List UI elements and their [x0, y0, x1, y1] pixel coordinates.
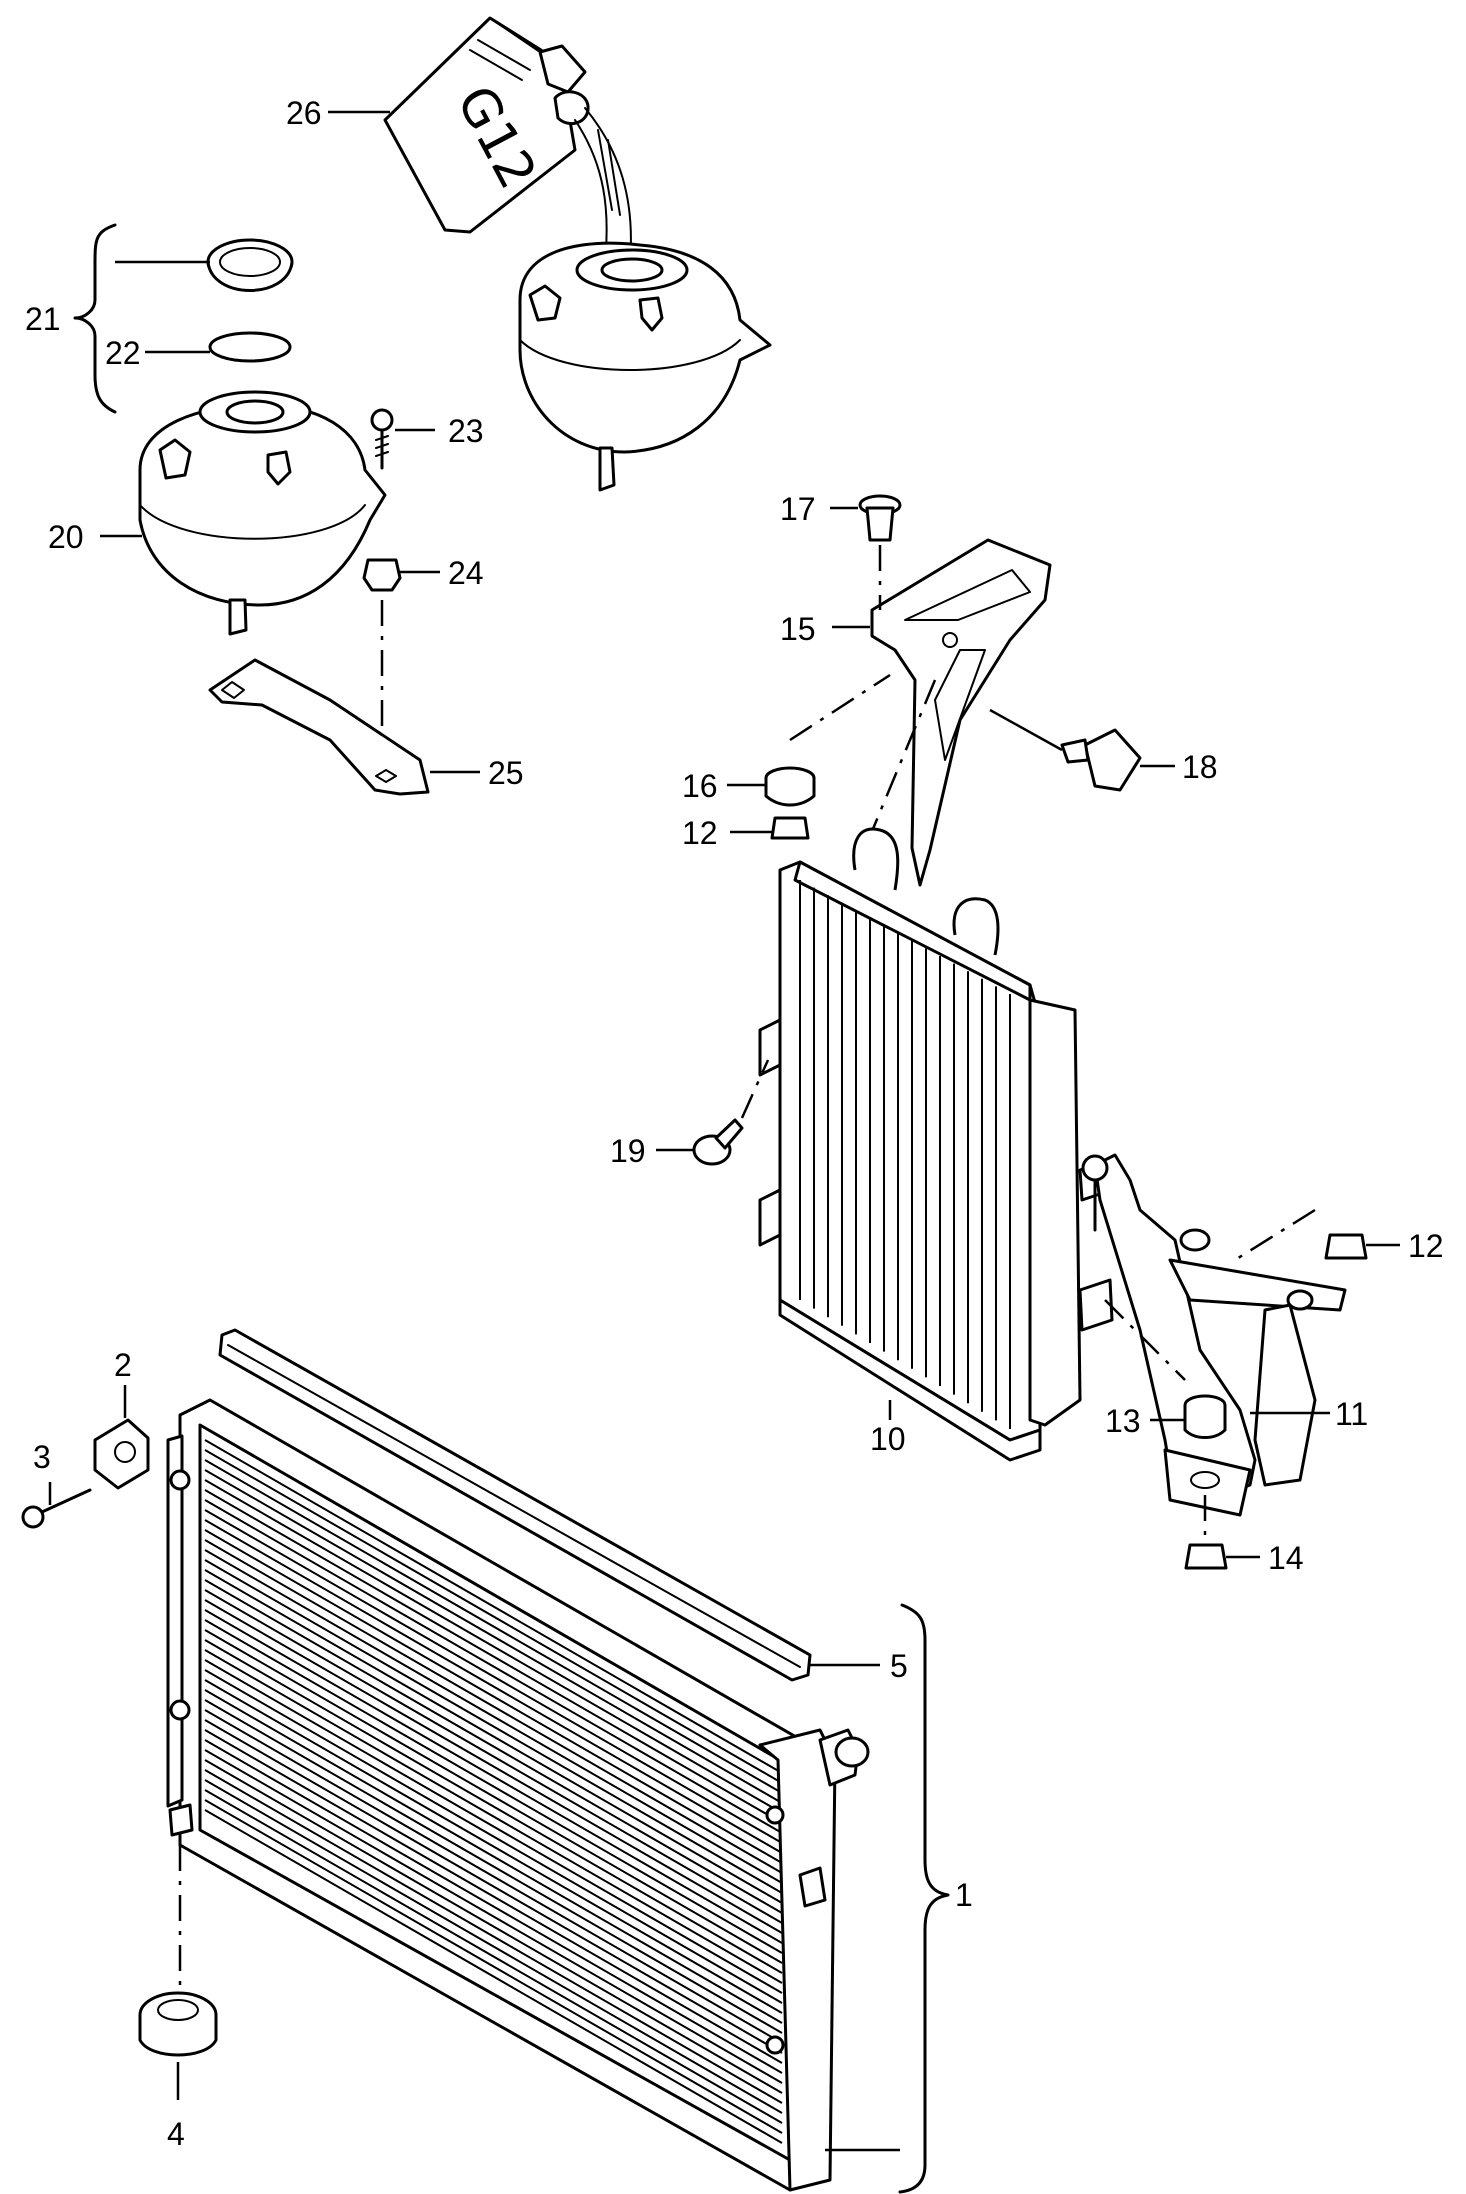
leader-lines	[48, 110, 1400, 2152]
radiator-fin-line	[204, 1719, 783, 2054]
callout-23: 23	[448, 413, 484, 449]
radiator-fin-line	[204, 1509, 783, 1844]
rubber-mount-16	[764, 766, 816, 807]
callout-25: 25	[488, 755, 524, 791]
aux-cooler	[758, 827, 1114, 1462]
nut-12-upper	[770, 816, 810, 840]
radiator-fin-line	[204, 1589, 783, 1924]
callout-4: 4	[167, 2116, 185, 2152]
expansion-tank-filling	[518, 241, 772, 492]
callout-2: 2	[114, 1347, 132, 1383]
nut-12-right	[1324, 1233, 1368, 1260]
callout-17: 17	[780, 491, 816, 527]
radiator-fin-line	[204, 1769, 783, 2104]
expansion-tank	[138, 390, 387, 636]
radiator-fin-line	[204, 1629, 783, 1964]
radiator-fin-line	[204, 1739, 783, 2074]
callout-22: 22	[105, 335, 141, 371]
radiator-fin-line	[204, 1539, 783, 1874]
radiator-fin-line	[204, 1489, 783, 1824]
radiator-fin-line	[204, 1639, 783, 1974]
radiator-fin-line	[204, 1659, 783, 1994]
radiator-fin-line	[204, 1449, 783, 1784]
radiator-fin-line	[204, 1669, 783, 2004]
radiator-fin-line	[204, 1599, 783, 1934]
callout-labels: 26 21 22 23 20 24 25 17 15 18 16 12 19 1…	[25, 95, 1444, 2152]
radiator-fin-line	[204, 1679, 783, 2014]
callout-11: 11	[1335, 1396, 1368, 1432]
guide-line-16	[789, 673, 891, 742]
radiator-fin-line	[204, 1549, 783, 1884]
radiator-fin-line	[204, 1459, 783, 1794]
air-guide-strip	[218, 1328, 812, 1682]
callout-18: 18	[1182, 749, 1218, 785]
aux-cooler-bracket	[870, 538, 1052, 887]
callout-5: 5	[890, 1648, 908, 1684]
rubber-bearing-4	[138, 1991, 218, 2057]
radiator-fin-line	[204, 1469, 783, 1804]
bolt-bracket	[1081, 1154, 1109, 1232]
radiator-fin-line	[204, 1779, 783, 2114]
clip-18	[1060, 728, 1142, 792]
callout-14: 14	[1268, 1540, 1304, 1576]
radiator-fin-line	[204, 1799, 783, 2134]
callout-26: 26	[286, 95, 322, 131]
nut-14	[1184, 1543, 1228, 1570]
bolt-19	[692, 1118, 744, 1166]
callout-16: 16	[682, 768, 718, 804]
radiator-fin-line	[204, 1729, 783, 2064]
callout-1: 1	[955, 1877, 973, 1913]
brace-1	[898, 1603, 950, 2194]
radiator-fin-line	[204, 1499, 783, 1834]
radiator-fin-line	[204, 1649, 783, 1984]
radiator-fin-line	[204, 1479, 783, 1814]
grommet-top	[858, 494, 902, 542]
callout-21: 21	[25, 301, 61, 337]
radiator-fin-line	[204, 1439, 783, 1774]
radiator-fin-line	[204, 1809, 783, 2144]
radiator-fin-line	[204, 1759, 783, 2094]
callout-12-upper: 12	[682, 815, 718, 851]
radiator-fin-line	[204, 1749, 783, 2084]
radiator-fin-line	[204, 1619, 783, 1954]
callout-20: 20	[48, 519, 84, 555]
radiator-fin-line	[204, 1709, 783, 2044]
radiator-fin-line	[204, 1789, 783, 2124]
callout-19: 19	[610, 1133, 646, 1169]
radiator-fin-line	[204, 1569, 783, 1904]
seal-ring	[208, 331, 292, 363]
screw-3	[21, 1488, 92, 1529]
guide-line-12	[1234, 1208, 1316, 1262]
callout-24: 24	[448, 555, 484, 591]
callout-10: 10	[870, 1421, 906, 1457]
callout-12-right: 12	[1408, 1228, 1444, 1264]
radiator-fin-line	[204, 1609, 783, 1944]
radiator-fin-line	[204, 1529, 783, 1864]
coolant-container: G12	[383, 16, 632, 263]
callout-3: 3	[33, 1439, 51, 1475]
tank-bracket	[208, 658, 430, 796]
damper-2	[93, 1418, 150, 1490]
guide-line-18	[989, 708, 1063, 752]
cooler-bracket-lower	[1093, 1153, 1347, 1517]
callout-15: 15	[780, 611, 816, 647]
tank-screw	[370, 408, 394, 470]
radiator-fin-line	[204, 1699, 783, 2034]
spring-nut	[362, 558, 402, 592]
filler-cap	[206, 238, 294, 292]
brace-21	[73, 223, 117, 414]
guide-line-19	[740, 1059, 770, 1119]
aux-cooler-fins	[799, 880, 1011, 1429]
rubber-mount-13	[1183, 1394, 1227, 1439]
radiator-fin-line	[204, 1519, 783, 1854]
radiator-fin-line	[204, 1559, 783, 1894]
radiator-fin-line	[204, 1689, 783, 2024]
radiator-fins	[204, 1439, 783, 2144]
radiator-fin-line	[204, 1579, 783, 1914]
main-radiator	[166, 1398, 870, 2192]
callout-13: 13	[1105, 1403, 1141, 1439]
guide-line-13	[1104, 1299, 1186, 1381]
